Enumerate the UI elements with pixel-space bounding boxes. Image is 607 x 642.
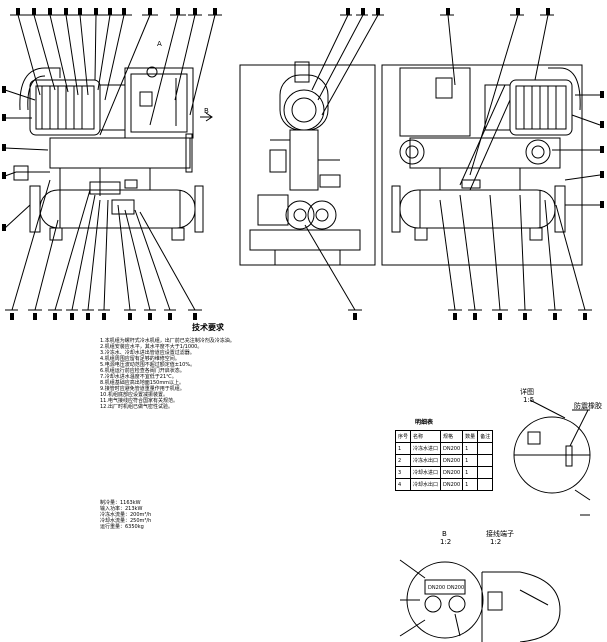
notes-text: 1.本机组为螺杆式冷水机组，出厂前已充注制冷剂及冷冻油。2.机组安装应水平，其水… (100, 338, 400, 410)
spec-line: 输入功率：213kW (100, 506, 143, 512)
detail-3-title: 接线端子 (486, 530, 514, 538)
note-line: 10.机组底部应设置减振装置。 (100, 392, 168, 398)
bom-header-cell: 数量 (462, 430, 479, 443)
bom-header-row: 序号名称规格数量备注 (394, 430, 494, 443)
port-label-2: DN200 (447, 585, 465, 591)
detail-1-title: 详图 (520, 388, 534, 396)
bom-cell: 1 (462, 454, 479, 467)
spec-line: 冷却水流量：250m³/h (100, 518, 152, 524)
note-line: 9.接管时应避免管道重量作用于机组。 (100, 386, 185, 392)
bom-cell (477, 442, 494, 455)
bom-cell: 1 (462, 466, 479, 479)
bom-cell (477, 466, 494, 479)
side-view (239, 14, 384, 311)
bom-cell: 冷冻水进口 (410, 442, 442, 455)
note-line: 7.冷却水进水温度不宜低于21℃。 (100, 374, 177, 380)
bom-cell: 冷却水进口 (410, 466, 442, 479)
detail-2 (399, 559, 484, 639)
note-line: 8.机组基础应高出地面150mm以上。 (100, 380, 185, 386)
note-line: 6.机组运行前应检查各阀门开启状态。 (100, 368, 185, 374)
bom-cell: 4 (394, 478, 412, 491)
bom-cell: 冷冻水出口 (410, 454, 442, 467)
section-tag-a: A (157, 40, 162, 48)
bom-cell: 3 (394, 466, 412, 479)
bom-cell: DN200 (440, 478, 464, 491)
bom-cell: 冷却水出口 (410, 478, 442, 491)
bom-cell (477, 454, 494, 467)
bom-header-cell: 名称 (410, 430, 442, 443)
bom-cell: 1 (462, 478, 479, 491)
bom-cell: DN200 (440, 442, 464, 455)
notes-heading: 技术要求 (192, 323, 224, 332)
detail-1-label: 防震橡胶 (574, 402, 602, 410)
detail-3-scale: 1:2 (490, 538, 502, 546)
bom-title: 明细表 (415, 419, 434, 426)
note-line: 12.出厂时机组已做气密性试验。 (100, 404, 173, 410)
bom-header-cell: 序号 (394, 430, 412, 443)
detail-1 (513, 399, 591, 516)
detail-2-scale: 1:2 (440, 538, 452, 546)
bom-cell: 1 (462, 442, 479, 455)
spec-line: 运行重量：6350kg (100, 524, 144, 530)
note-line: 11.电气接线应符合国家有关规范。 (100, 398, 178, 404)
note-line: 4.机组周围应留有足够的维修空间。 (100, 356, 180, 362)
back-view (381, 14, 601, 311)
bom-header-cell: 规格 (440, 430, 464, 443)
bom-cell (477, 478, 494, 491)
leader-dots (2, 8, 604, 320)
note-line: 2.机组安装应水平，其水平度不大于1/1000。 (100, 344, 203, 350)
spec-line: 冷冻水流量：200m³/h (100, 512, 152, 518)
bom-cell: DN200 (440, 454, 464, 467)
section-tag-b: B (204, 107, 209, 115)
bom-cell: DN200 (440, 466, 464, 479)
port-label-1: DN200 (428, 585, 446, 591)
detail-1-scale: 1:5 (523, 396, 535, 404)
note-line: 3.冷冻水、冷却水进出管道应设置过滤器。 (100, 350, 195, 356)
spec-line: 制冷量：1163kW (100, 500, 141, 506)
detail-3 (481, 571, 561, 642)
bom-cell: 1 (394, 442, 412, 455)
front-view (4, 14, 222, 311)
note-line: 5.电源电压波动范围不超过额定值±10%。 (100, 362, 196, 368)
detail-2-title: B (442, 530, 447, 538)
bom-cell: 2 (394, 454, 412, 467)
note-line: 1.本机组为螺杆式冷水机组，出厂前已充注制冷剂及冷冻油。 (100, 338, 235, 344)
bom-header-cell: 备注 (477, 430, 494, 443)
